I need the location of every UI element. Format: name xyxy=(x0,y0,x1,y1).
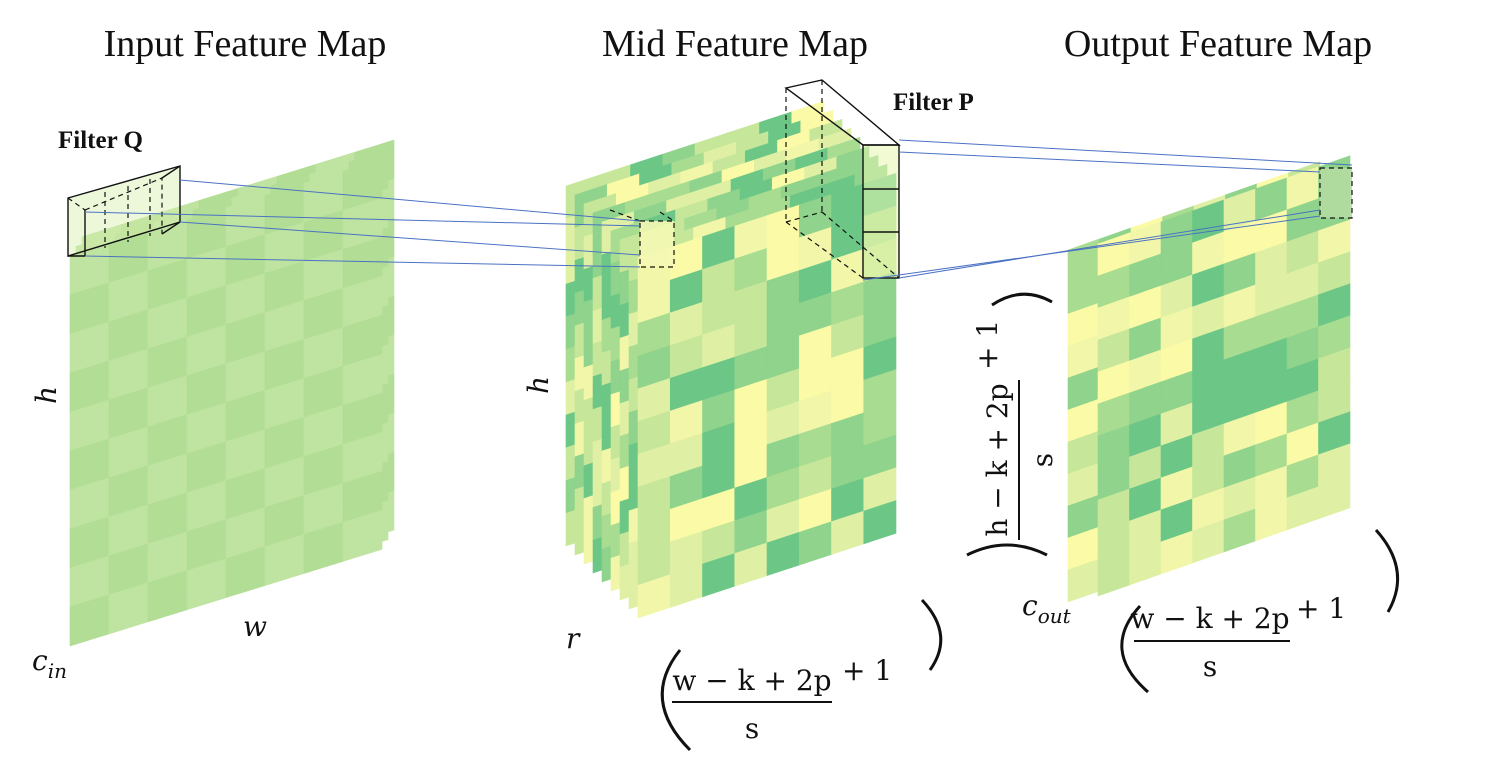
input-width-label: w xyxy=(243,610,267,643)
output-target-cell xyxy=(1319,167,1353,219)
input-channels-label: cin xyxy=(32,644,67,683)
input-feature-map xyxy=(69,139,395,647)
filter-p-box xyxy=(784,79,901,279)
svg-text:w − k + 2p: w − k + 2p xyxy=(672,664,831,697)
mid-target-cell xyxy=(609,209,675,268)
filter-p-label: Filter P xyxy=(893,89,974,116)
output-height-formula: h − k + 2p s + 1 xyxy=(966,292,1059,557)
input-feature-map-title: Input Feature Map xyxy=(104,23,387,65)
svg-text:h − k + 2p: h − k + 2p xyxy=(981,383,1014,536)
svg-text:w − k + 2p: w − k + 2p xyxy=(1130,602,1289,635)
output-feature-map xyxy=(1067,155,1351,603)
output-width-formula: w − k + 2p s + 1 xyxy=(1120,528,1400,694)
svg-text:+ 1: + 1 xyxy=(971,320,1004,370)
mid-width-formula: w − k + 2p s + 1 xyxy=(660,598,943,752)
svg-text:s: s xyxy=(745,712,759,745)
input-height-label: h xyxy=(30,386,63,404)
svg-text:s: s xyxy=(1026,453,1059,467)
svg-text:+ 1: + 1 xyxy=(842,654,892,687)
mid-channels-label: r xyxy=(566,622,581,655)
output-sheet-front xyxy=(1097,155,1351,597)
svg-text:+ 1: + 1 xyxy=(1296,592,1346,625)
filter-q-label: Filter Q xyxy=(58,127,143,154)
filter-connectors xyxy=(84,139,1353,281)
mid-feature-map xyxy=(565,100,897,619)
input-sheet-front xyxy=(69,158,383,647)
svg-text:s: s xyxy=(1203,650,1217,683)
output-feature-map-title: Output Feature Map xyxy=(1064,23,1372,65)
mid-height-label: h xyxy=(522,376,555,394)
output-channels-label: cout xyxy=(1022,589,1072,628)
mid-feature-map-title: Mid Feature Map xyxy=(602,23,868,65)
